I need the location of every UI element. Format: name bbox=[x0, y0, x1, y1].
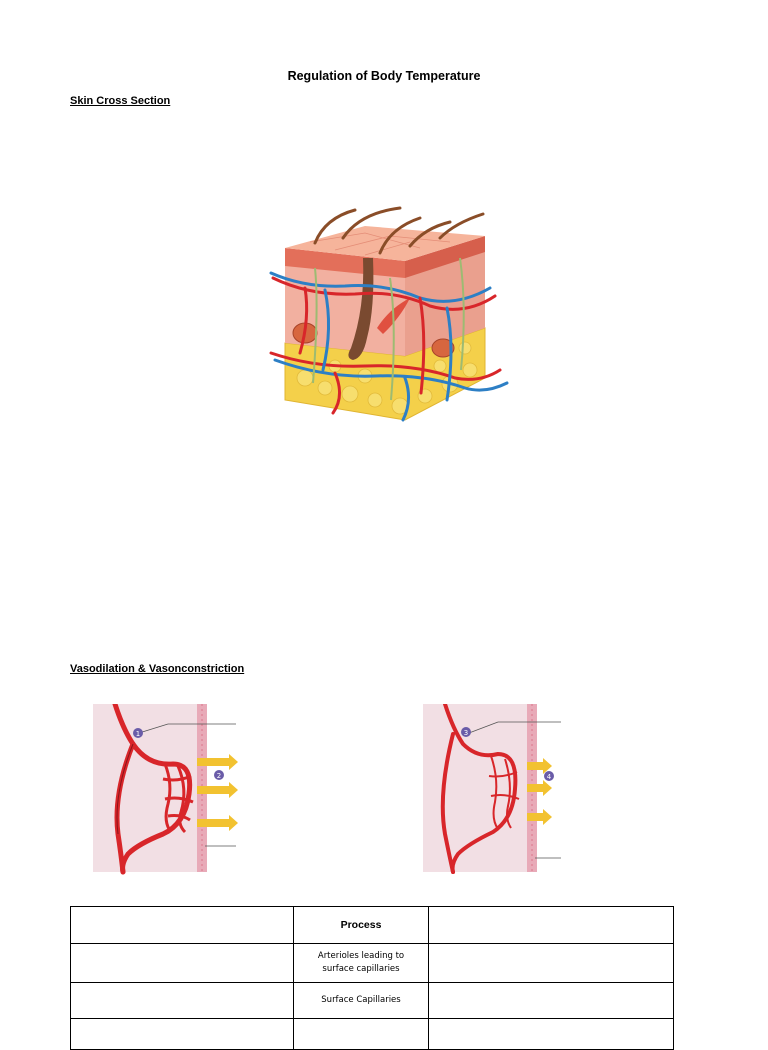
process-table: Process Arterioles leading to surface ca… bbox=[70, 906, 674, 1050]
section-heading-skin: Skin Cross Section bbox=[70, 95, 171, 107]
table-header-cell bbox=[70, 906, 294, 944]
table-cell bbox=[70, 982, 294, 1019]
table-header-process: Process bbox=[293, 906, 429, 944]
table-cell bbox=[293, 1018, 429, 1050]
section-heading-vaso: Vasodilation & Vasonconstriction bbox=[70, 663, 245, 675]
table-cell bbox=[428, 1018, 674, 1050]
marker-1: 1 bbox=[136, 730, 140, 738]
table-cell: Surface Capillaries bbox=[293, 982, 429, 1019]
marker-4: 4 bbox=[547, 773, 552, 781]
table-row: Arterioles leading to surface capillarie… bbox=[70, 943, 674, 983]
table-cell bbox=[70, 1018, 294, 1050]
table-cell bbox=[428, 982, 674, 1019]
table-row bbox=[70, 1018, 674, 1050]
marker-2: 2 bbox=[217, 772, 221, 780]
table-header-cell bbox=[428, 906, 674, 944]
table-header-row: Process bbox=[70, 906, 674, 944]
table-cell: Arterioles leading to surface capillarie… bbox=[293, 943, 429, 983]
page-title: Regulation of Body Temperature bbox=[287, 69, 481, 83]
table-cell bbox=[70, 943, 294, 983]
vasodilation-figure: 1 2 bbox=[93, 704, 238, 875]
table-cell-label: Arterioles leading to surface capillarie… bbox=[317, 951, 405, 974]
marker-3: 3 bbox=[464, 729, 468, 737]
table-cell-label: Surface Capillaries bbox=[321, 995, 401, 1005]
skin-cross-section-figure bbox=[269, 206, 509, 422]
vasoconstriction-figure: 3 4 bbox=[423, 704, 561, 874]
table-cell bbox=[428, 943, 674, 983]
table-row: Surface Capillaries bbox=[70, 982, 674, 1019]
